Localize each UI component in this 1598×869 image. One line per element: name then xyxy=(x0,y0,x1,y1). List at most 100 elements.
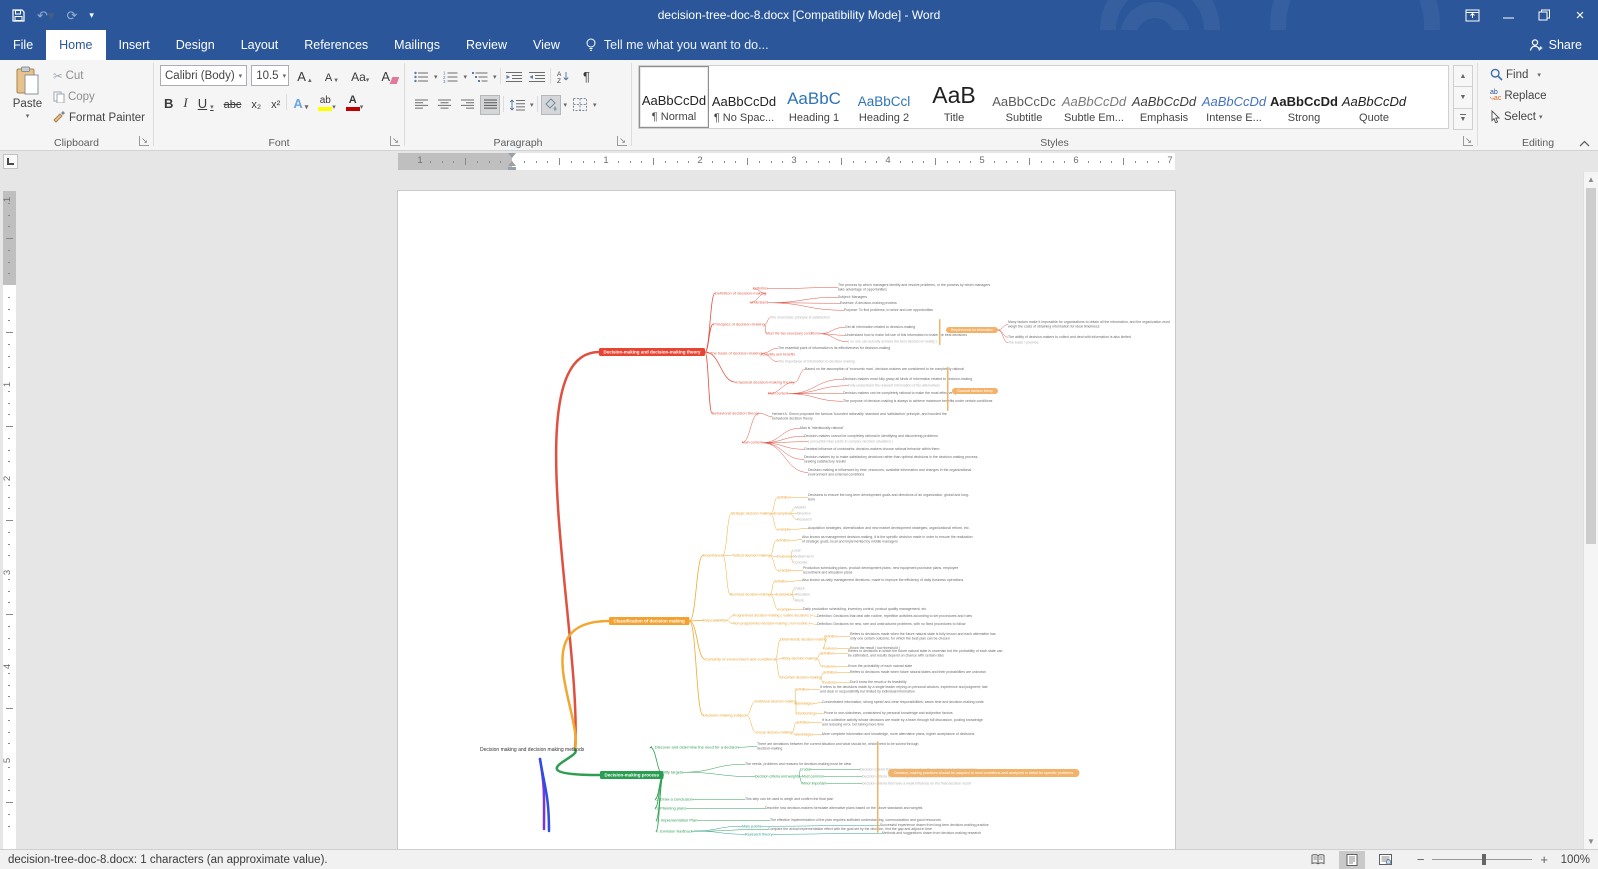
save-icon[interactable] xyxy=(12,8,25,22)
vertical-scrollbar[interactable]: ▲ ▼ xyxy=(1583,172,1598,849)
font-color-button[interactable]: A▾ xyxy=(342,92,368,113)
format-painter-button[interactable]: Format Painter xyxy=(49,107,149,128)
line-spacing-dropdown-icon[interactable]: ▾ xyxy=(530,101,534,109)
increase-indent-button[interactable] xyxy=(527,67,547,87)
tab-home[interactable]: Home xyxy=(46,30,106,60)
shrink-font-button[interactable]: A▼ xyxy=(324,72,340,84)
change-case-button[interactable]: Aa▾ xyxy=(351,70,370,84)
clipboard-dialog-launcher[interactable]: ↘ xyxy=(139,136,149,146)
styles-gallery-more-button[interactable]: ▼ xyxy=(1453,107,1473,130)
paragraph-dialog-launcher[interactable]: ↘ xyxy=(617,136,627,146)
select-button[interactable]: Select▾ xyxy=(1486,106,1592,127)
minimize-button[interactable] xyxy=(1490,0,1526,30)
multilevel-list-button[interactable] xyxy=(470,67,490,87)
style-normal[interactable]: AaBbCcDd¶ Normal xyxy=(639,66,709,128)
scroll-down-icon[interactable]: ▼ xyxy=(1587,837,1595,846)
text-effects-button[interactable]: A▾ xyxy=(293,96,309,111)
print-layout-button[interactable] xyxy=(1338,850,1365,869)
tab-review[interactable]: Review xyxy=(466,38,508,52)
bullets-dropdown-icon[interactable]: ▾ xyxy=(434,73,438,81)
show-paragraph-marks-button[interactable]: ¶ xyxy=(583,69,591,84)
document-page[interactable]: Decision making and decision making meth… xyxy=(398,191,1175,849)
undo-icon[interactable]: ↶▾ xyxy=(37,7,55,23)
zoom-slider[interactable] xyxy=(1432,854,1533,865)
font-name-select[interactable]: Calibri (Body)▾ xyxy=(160,65,248,86)
tab-design[interactable]: Design xyxy=(175,38,215,52)
zoom-slider-thumb[interactable] xyxy=(1482,854,1487,865)
collapse-ribbon-button[interactable] xyxy=(1579,140,1590,147)
font-size-select[interactable]: 10.5▾ xyxy=(251,65,290,86)
decrease-indent-button[interactable] xyxy=(504,67,524,87)
zoom-level[interactable]: 100% xyxy=(1560,853,1590,866)
tell-me-box[interactable]: Tell me what you want to do... xyxy=(573,30,781,60)
clear-formatting-button[interactable]: A xyxy=(377,65,402,86)
bold-button[interactable]: B xyxy=(164,96,174,111)
bullets-button[interactable] xyxy=(411,67,431,87)
tab-layout[interactable]: Layout xyxy=(240,38,279,52)
underline-button[interactable]: U▾ xyxy=(197,96,214,111)
cut-button[interactable]: ✂Cut xyxy=(49,65,149,86)
first-line-indent-marker[interactable] xyxy=(508,153,516,158)
multilevel-dropdown-icon[interactable]: ▾ xyxy=(493,73,497,81)
strikethrough-button[interactable]: abc xyxy=(223,99,242,111)
align-right-button[interactable] xyxy=(457,95,477,115)
justify-button[interactable] xyxy=(480,94,500,115)
scrollbar-thumb[interactable] xyxy=(1586,188,1596,544)
align-center-button[interactable] xyxy=(434,95,454,115)
superscript-button[interactable]: x² xyxy=(271,99,281,111)
highlight-button[interactable]: ab▾ xyxy=(318,95,336,111)
styles-dialog-launcher[interactable]: ↘ xyxy=(1463,136,1473,146)
tab-file[interactable]: File xyxy=(13,38,34,52)
close-button[interactable]: × xyxy=(1575,6,1585,24)
font-dialog-launcher[interactable]: ↘ xyxy=(390,136,400,146)
align-left-button[interactable] xyxy=(411,95,431,115)
hanging-indent-marker[interactable] xyxy=(508,161,516,166)
styles-scroll-down-button[interactable]: ▼ xyxy=(1453,86,1473,109)
restore-button[interactable] xyxy=(1526,0,1562,30)
grow-font-button[interactable]: A▲ xyxy=(297,69,313,84)
web-layout-button[interactable] xyxy=(1373,851,1399,869)
read-mode-button[interactable] xyxy=(1305,851,1331,869)
tab-insert[interactable]: Insert xyxy=(118,38,150,52)
share-button[interactable]: Share xyxy=(1512,30,1598,60)
ribbon-display-options-button[interactable] xyxy=(1454,0,1490,30)
styles-scroll-up-button[interactable]: ▲ xyxy=(1453,65,1473,88)
shading-button[interactable] xyxy=(540,94,561,115)
copy-button[interactable]: Copy xyxy=(49,86,149,107)
borders-button[interactable] xyxy=(570,95,590,115)
tab-references[interactable]: References xyxy=(304,38,369,52)
tab-mailings[interactable]: Mailings xyxy=(394,38,441,52)
style-no-spac[interactable]: AaBbCcDd¶ No Spac... xyxy=(709,66,779,128)
tab-view[interactable]: View xyxy=(533,38,560,52)
numbering-dropdown-icon[interactable]: ▾ xyxy=(463,73,468,81)
scroll-up-icon[interactable]: ▲ xyxy=(1587,175,1595,184)
left-indent-marker[interactable] xyxy=(508,167,516,170)
qat-customize-icon[interactable]: ▾ xyxy=(89,9,94,20)
line-spacing-button[interactable] xyxy=(507,95,527,115)
shading-dropdown-icon[interactable]: ▾ xyxy=(563,101,568,109)
zoom-in-icon[interactable]: + xyxy=(1540,852,1548,867)
borders-dropdown-icon[interactable]: ▾ xyxy=(593,101,597,109)
redo-icon[interactable]: ⟳ xyxy=(66,7,78,23)
italic-button[interactable]: I xyxy=(183,95,188,110)
tab-selector[interactable] xyxy=(3,154,18,169)
subscript-button[interactable]: x₂ xyxy=(251,99,262,111)
paste-dropdown-icon[interactable]: ▾ xyxy=(25,113,30,120)
zoom-out-icon[interactable]: − xyxy=(1416,852,1425,867)
find-button[interactable]: Find▾ xyxy=(1486,64,1592,85)
paste-button[interactable]: Paste ▾ xyxy=(6,64,49,128)
